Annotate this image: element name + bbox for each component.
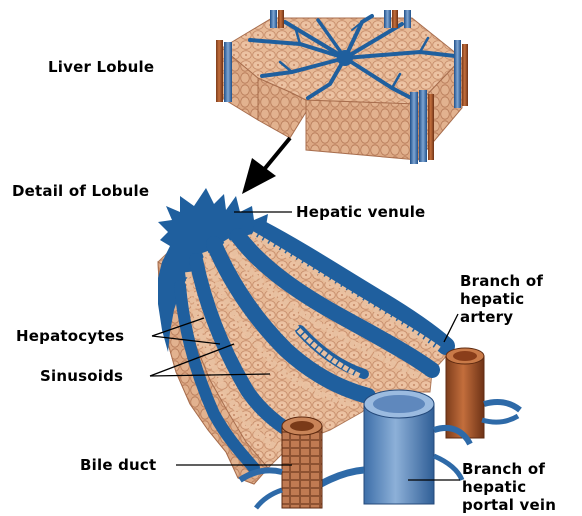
lobule-front-right-face — [306, 100, 418, 160]
label-sinusoids: Sinusoids — [40, 367, 123, 385]
zoom-arrow — [242, 138, 290, 194]
label-branch-hepatic-artery: Branch of hepatic artery — [460, 272, 578, 326]
label-branch-hepatic-artery-line1: Branch of — [460, 272, 578, 290]
hepatic-artery-branch — [446, 348, 520, 438]
label-branch-portal-vein-line1: Branch of — [462, 460, 580, 478]
lobule-central-vein-hub — [337, 50, 353, 66]
leader-hepatic-artery — [444, 314, 458, 342]
label-branch-portal-vein-line3: portal vein — [462, 496, 580, 514]
label-bile-duct: Bile duct — [80, 456, 156, 474]
label-hepatocytes: Hepatocytes — [16, 327, 124, 345]
label-branch-portal-vein-line2: hepatic — [462, 478, 580, 496]
label-branch-hepatic-artery-line2: hepatic — [460, 290, 578, 308]
label-hepatic-venule: Hepatic venule — [296, 203, 425, 221]
label-detail-of-lobule: Detail of Lobule — [12, 182, 149, 200]
label-branch-hepatic-portal-vein: Branch of hepatic portal vein — [462, 460, 580, 514]
liver-lobule-illustration — [216, 10, 468, 164]
label-liver-lobule: Liver Lobule — [48, 58, 154, 76]
label-branch-hepatic-artery-line3: artery — [460, 308, 578, 326]
